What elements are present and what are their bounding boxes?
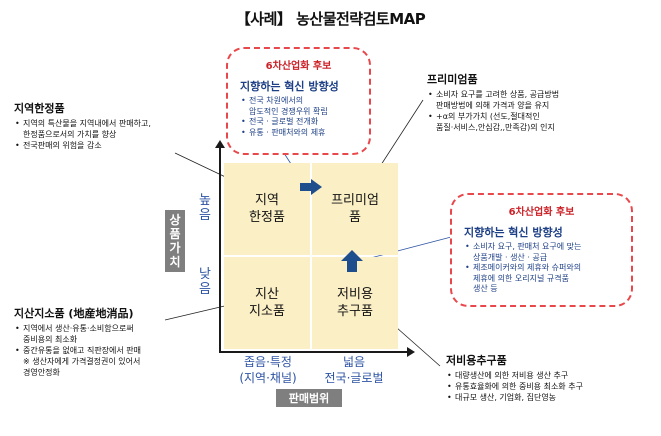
quadrant-local-food: 지산 지소품 <box>224 257 310 349</box>
block-local-food: 지산지소품 (地産地消品) 지역에서 생산·유통·소비함으로써 중비용의 최소화… <box>14 307 214 378</box>
quadrant-local-limited: 지역 한정품 <box>224 163 310 255</box>
quadrant-premium: 프리미엄 품 <box>312 163 398 255</box>
quadrant-label: 지역 한정품 <box>249 193 285 225</box>
candidate-subtitle: 지향하는 혁신 방향성 <box>464 226 563 239</box>
right-arrow-icon <box>300 179 322 195</box>
block-title: 저비용추구품 <box>446 354 507 367</box>
y-tick-high: 높음 <box>199 193 211 223</box>
list-item: 제조메이커와의 제휴와 슈퍼와의 제휴에 의한 오리지널 규격품 생산 등 <box>464 263 631 295</box>
x-axis <box>219 351 409 353</box>
block-premium: 프리미엄품 소비자 요구를 고려한 상품, 공급방법 판매방법에 의해 가격과 … <box>427 73 647 133</box>
list-item: 지역의 특산물을 지역내에서 판매하고, 한정품으로서의 가치를 향상 <box>14 118 214 140</box>
x-axis-arrowhead <box>407 347 415 357</box>
candidate-subtitle: 지향하는 혁신 방향성 <box>240 80 339 93</box>
list-item: 중간유통을 없애고 직판장에서 판매 <box>14 345 214 356</box>
block-local-limited: 지역한정품 지역의 특산물을 지역내에서 판매하고, 한정품으로서의 가치를 향… <box>14 102 214 151</box>
list-item: 유통효율화에 의한 중비용 최소화 추구 <box>446 381 656 392</box>
block-low-cost: 저비용추구품 대량생산에 의한 저비용 생산 추구 유통효율화에 의한 중비용 … <box>446 354 656 403</box>
candidate-box-top: 6차산업화 후보 지향하는 혁신 방향성 전국 차원에서의 압도적인 경쟁우위 … <box>226 47 371 155</box>
list-item: 대량생산에 의한 저비용 생산 추구 <box>446 370 656 381</box>
candidate-label: 6차산업화 후보 <box>508 207 575 218</box>
note-item: ※ 생산자에게 가격결정권이 있어서 경영안정화 <box>23 357 141 377</box>
y-axis-arrowhead <box>215 140 225 148</box>
block-title: 지산지소품 (地産地消品) <box>14 307 134 320</box>
quadrant-label: 저비용 추구품 <box>337 287 373 319</box>
quadrant-label: 지산 지소품 <box>249 287 285 319</box>
block-title: 프리미엄품 <box>427 73 478 86</box>
list-item: 대규모 생산, 기업화, 집단영농 <box>446 392 656 403</box>
y-axis <box>219 146 221 351</box>
quadrant-low-cost: 저비용 추구품 <box>312 257 398 349</box>
candidate-label: 6차산업화 후보 <box>265 61 332 72</box>
x-tick-wide: 넓음 전국·글로벌 <box>324 355 384 385</box>
list-item: 전국판매의 위험을 감소 <box>14 140 214 151</box>
x-tick-narrow: 좁음·특정 (지역·채널) <box>239 355 297 385</box>
candidate-box-right: 6차산업화 후보 지향하는 혁신 방향성 소비자 요구, 판매처 요구에 맞는 … <box>450 193 633 307</box>
connector-candidate-right <box>358 235 456 262</box>
list-item: 소비자 요구, 판매처 요구에 맞는 상품개발 · 생산 · 공급 <box>464 242 631 263</box>
y-tick-low: 낮음 <box>199 267 211 297</box>
y-axis-label: 상품가치 <box>165 210 185 272</box>
x-axis-label: 판매범위 <box>276 389 342 407</box>
up-arrow-icon <box>341 250 363 272</box>
quadrant-label: 프리미엄 품 <box>331 193 379 225</box>
list-item: 지역에서 생산·유통·소비함으로써 중비용의 최소화 <box>14 323 214 345</box>
list-item: 전국 차원에서의 압도적인 경쟁우위 확립 <box>240 96 369 117</box>
list-item: 소비자 요구를 고려한 상품, 공급방법 판매방법에 의해 가격과 양을 유지 <box>427 89 647 111</box>
list-item: +α의 부가가치 (선도,절대적인 품질·서비스,안심감,,만족감)의 인지 <box>427 111 647 133</box>
block-title: 지역한정품 <box>14 102 65 115</box>
page-title: 【사례】 농산물전략검토MAP <box>235 10 426 28</box>
list-item: 유통 · 판매처와의 제휴 <box>240 128 369 139</box>
list-item: 전국 · 글로벌 전개화 <box>240 117 369 128</box>
